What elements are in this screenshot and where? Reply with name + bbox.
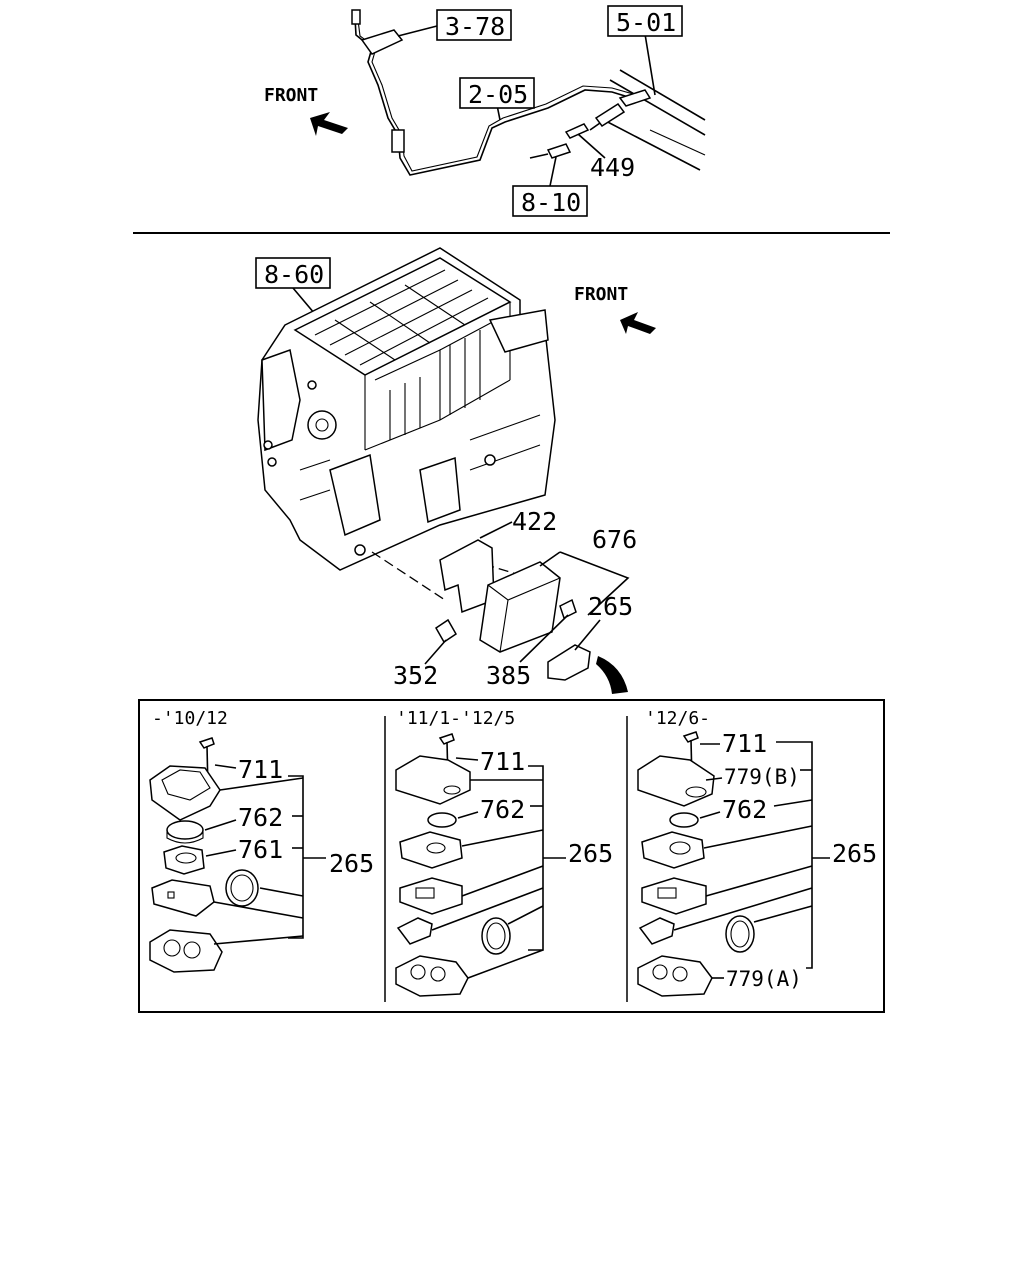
col1-period: -'10/12 [152, 708, 228, 729]
col1-part-265: 265 [329, 849, 374, 878]
col3-board [638, 917, 675, 945]
front-arrow-top-icon [310, 112, 348, 136]
part-676-label: 676 [592, 525, 637, 554]
ref-box-8-10 [512, 185, 588, 217]
col3-part-265: 265 [832, 839, 877, 868]
front-label-top: FRONT [264, 85, 318, 106]
col1-top-case [149, 765, 221, 821]
col1-part-761: 761 [238, 835, 283, 864]
col1-holder [163, 845, 205, 875]
cable-bracket [360, 29, 404, 55]
column-3: '12/6- 711 779(B) 762 [637, 708, 877, 997]
col3-tray [641, 877, 707, 915]
hvac-unit [257, 247, 556, 571]
ref-box-3-78 [436, 9, 512, 41]
column-2: '11/1-'12/5 711 762 [395, 708, 613, 997]
ref-box-2-05 [459, 77, 535, 109]
col2-holder [399, 831, 463, 869]
part-449-label: 449 [590, 153, 635, 182]
control-module-676 [479, 561, 561, 653]
detail-panel: -'10/12 711 762 761 [138, 699, 885, 1013]
ref-8-10: 8-10 [521, 188, 581, 217]
col3-period: '12/6- [645, 708, 710, 729]
ref-5-01: 5-01 [616, 8, 676, 37]
col1-battery [166, 820, 204, 840]
col3-top-case [637, 755, 715, 807]
sensor-cable [354, 17, 639, 176]
connector-8-10 [546, 143, 572, 159]
ref-box-8-60 [255, 257, 331, 289]
part-265-label-mid: 265 [588, 592, 633, 621]
key-fob-265 [547, 644, 591, 681]
col2-tray [399, 877, 463, 915]
ref-2-05: 2-05 [468, 80, 528, 109]
col2-part-265: 265 [568, 839, 613, 868]
column-1: -'10/12 711 762 761 [149, 708, 374, 973]
col1-bottom-case [149, 929, 223, 973]
col2-part-762: 762 [480, 795, 525, 824]
curved-arrow-icon [596, 656, 628, 694]
front-label-mid: FRONT [574, 284, 628, 305]
detail-panel-frame [138, 699, 885, 1013]
col3-holder [641, 831, 705, 869]
bracket-422 [439, 539, 495, 614]
col3-part-762: 762 [722, 795, 767, 824]
col3-part-711: 711 [722, 729, 767, 758]
cable-connector [391, 129, 405, 153]
part-385-label: 385 [486, 661, 531, 690]
col2-board [396, 917, 433, 945]
col3-bottom-case [637, 955, 713, 997]
ref-box-5-01 [607, 5, 683, 37]
col2-top-case [395, 755, 471, 805]
col2-battery [427, 812, 457, 828]
col2-part-711: 711 [480, 747, 525, 776]
col2-period: '11/1-'12/5 [396, 708, 515, 729]
top-section: 3-78 5-01 2-05 8-10 449 FRONT [264, 5, 706, 217]
col1-part-762: 762 [238, 803, 283, 832]
screw-352 [435, 618, 457, 644]
part-352-label: 352 [393, 661, 438, 690]
col3-battery [669, 812, 699, 828]
col3-part-779b: 779(B) [724, 765, 800, 789]
col3-part-779a: 779(A) [726, 967, 802, 991]
ref-8-60: 8-60 [264, 260, 324, 289]
ref-3-78: 3-78 [445, 12, 505, 41]
part-422-label: 422 [512, 507, 557, 536]
middle-section: 8-60 FRONT [255, 247, 656, 694]
col1-part-711: 711 [238, 755, 283, 784]
sensor-tip [351, 9, 361, 25]
front-arrow-mid-icon [620, 312, 656, 334]
screw-385 [559, 598, 577, 620]
